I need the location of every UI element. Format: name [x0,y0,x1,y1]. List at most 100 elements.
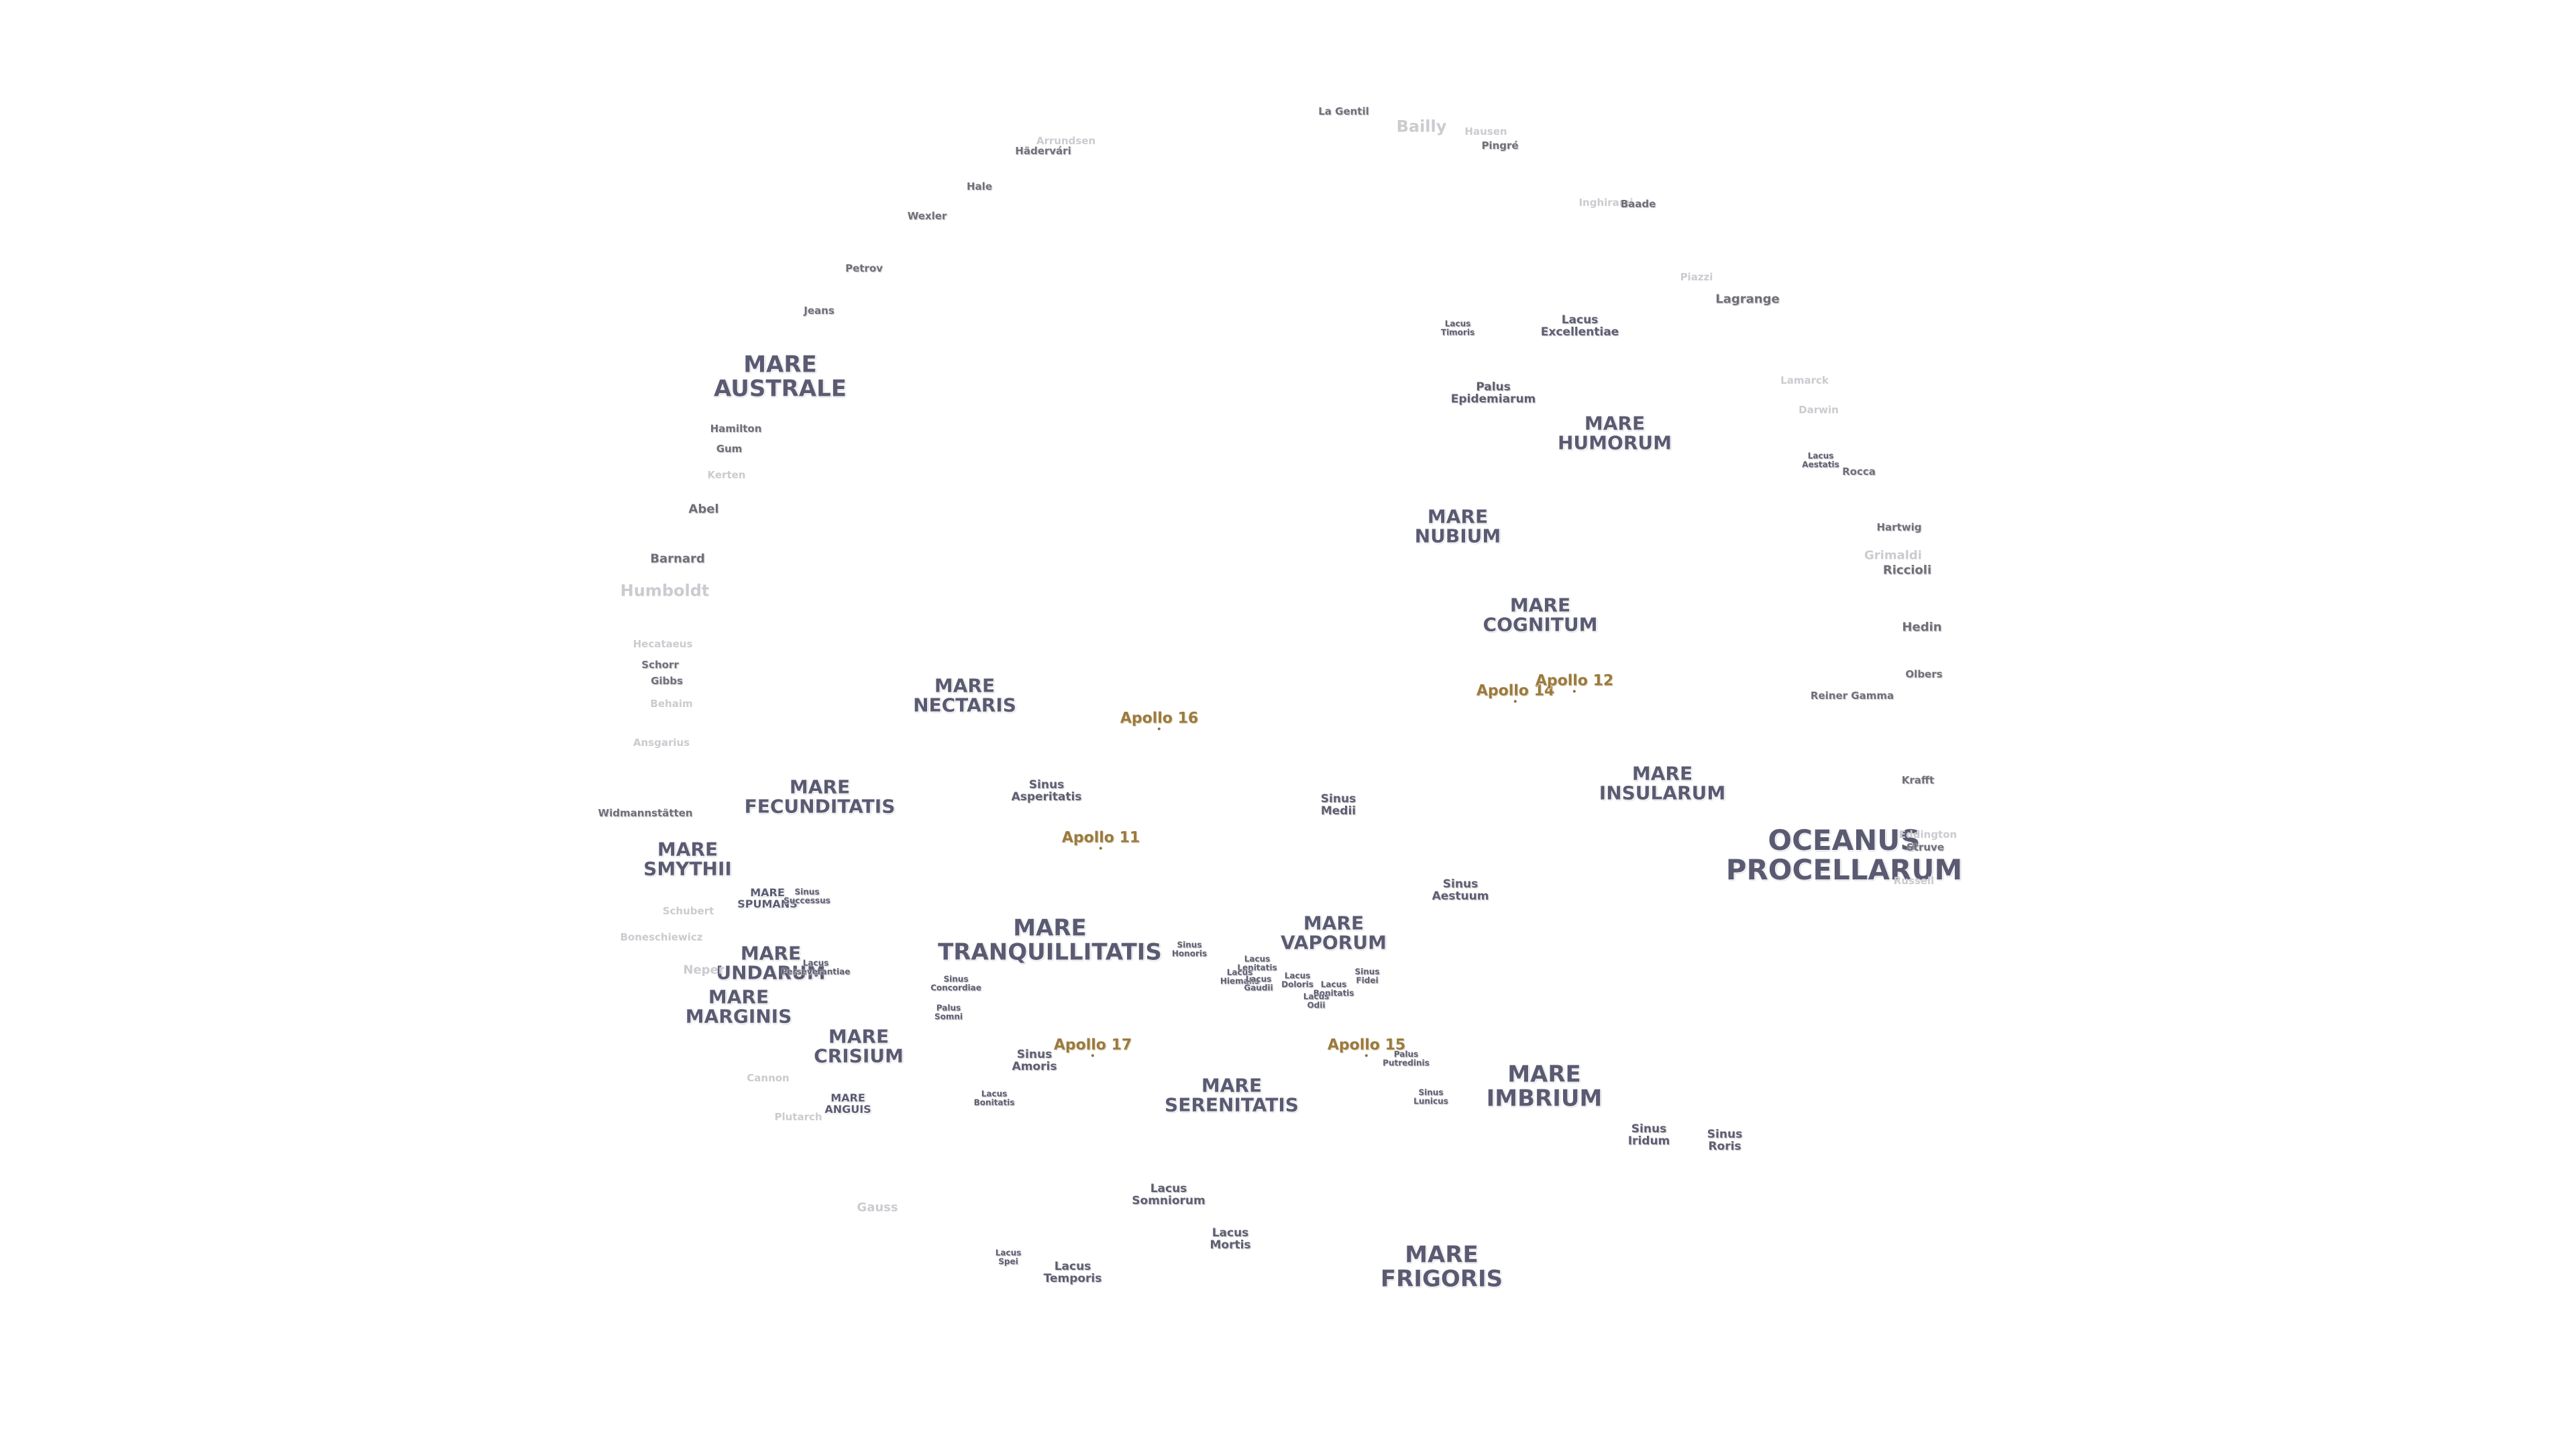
mare-label: MARE UNDARUM [716,942,826,984]
apollo-landing-site: Apollo 14 [1476,682,1555,703]
mare-label: MARE SPUMANS [737,886,798,910]
crater-label: Bailly [1396,117,1447,136]
feature-label: Lacus Temporis [1043,1260,1102,1285]
mare-label: MARE IMBRIUM [1486,1061,1603,1112]
crater-label: Hale [967,180,992,193]
crater-label: Hamilton [710,423,762,435]
feature-label: Sinus Aestuum [1432,877,1489,903]
mare-label: MARE HUMORUM [1558,412,1672,454]
crater-label: Inghirami [1578,197,1633,209]
crater-label: Neper [683,963,724,977]
mare-label: MARE COGNITUM [1483,594,1598,636]
mare-label: MARE FRIGORIS [1380,1241,1503,1292]
crater-label: Hecataeus [633,638,693,651]
feature-label: Lacus Bonitatis [973,1089,1015,1107]
crater-label: Lagrange [1715,292,1780,307]
mare-label: MARE NECTARIS [913,674,1016,716]
crater-label: Hartwig [1876,521,1922,534]
crater-label: La Gentil [1318,105,1369,118]
feature-label: Lacus Timoris [1440,319,1475,337]
crater-label: Gibbs [651,675,683,688]
feature-label: Sinus Medii [1320,792,1356,818]
crater-label: Behaim [650,698,693,710]
feature-label: Palus Somni [934,1003,963,1021]
feature-label: Lacus Lenitatis [1237,954,1277,972]
feature-label: Sinus Fidei [1354,967,1380,985]
feature-label: Sinus Roris [1707,1128,1743,1153]
mare-label: MARE TRANQUILLITATIS [938,914,1162,965]
crater-label: Riccioli [1882,563,1932,578]
feature-label: Sinus Asperitatis [1011,778,1082,804]
mare-label: OCEANUS PROCELLARUM [1725,823,1963,886]
crater-label: Lamarck [1780,374,1829,387]
feature-label: Lacus Spei [995,1248,1022,1266]
feature-label: Sinus Lunicus [1413,1087,1448,1106]
feature-label: Lacus Doloris [1281,971,1313,989]
feature-label: Lacus Perseverantiae [781,958,851,976]
mare-label: MARE NUBIUM [1414,505,1501,547]
feature-label: Lacus Excellentiae [1540,313,1619,339]
crater-label: Reiner Gamma [1810,690,1894,702]
mare-label: MARE SERENITATIS [1165,1074,1299,1116]
crater-label: Hausen [1464,125,1507,138]
feature-label: Sinus Successus [784,887,830,905]
crater-label: Eddington [1898,828,1957,841]
crater-label: Struve [1906,841,1945,854]
feature-label: Sinus Iridum [1627,1122,1670,1148]
crater-label: Gauss [857,1200,898,1215]
mare-label: MARE FECUNDITATIS [744,775,896,818]
apollo-landing-site: Apollo 15 [1327,1036,1406,1057]
crater-label: Petrov [845,262,883,275]
mare-label: MARE CRISIUM [814,1025,904,1067]
feature-label: Lacus Odii [1303,991,1330,1010]
crater-label: Humboldt [620,581,710,600]
mare-label: MARE VAPORUM [1281,912,1387,954]
crater-label: Plutarch [774,1111,822,1124]
crater-label: Pingré [1481,140,1519,152]
mare-label: MARE AUSTRALE [714,351,847,402]
crater-label: Hädervári [1015,145,1071,158]
crater-label: Baade [1620,198,1656,211]
mare-label: MARE MARGINIS [685,985,792,1028]
apollo-landing-site: Apollo 11 [1061,829,1140,850]
feature-label: Sinus Amoris [1012,1048,1057,1073]
crater-label: Schubert [662,905,714,918]
feature-label: Lacus Aestatis [1802,451,1839,469]
crater-label: Abel [688,502,719,517]
feature-label: Lacus Somniorum [1132,1182,1205,1208]
feature-label: Palus Epidemiarum [1450,380,1536,406]
feature-label: Palus Putredinis [1383,1049,1430,1067]
crater-label: Kerten [707,469,746,482]
crater-label: Wexler [907,210,947,223]
crater-label: Gum [716,443,743,455]
crater-label: Schorr [641,659,679,672]
crater-label: Cannon [747,1072,790,1085]
crater-label: Hedin [1902,620,1942,635]
crater-label: Russell [1893,875,1935,888]
crater-label: Grimaldi [1864,548,1922,563]
feature-label: Lacus Gaudii [1244,974,1273,992]
crater-label: Boneschiewicz [620,931,703,944]
apollo-landing-site: Apollo 12 [1535,672,1614,693]
mare-label: MARE SMYTHII [643,838,732,880]
feature-label: Sinus Honoris [1171,940,1208,958]
crater-label: Rocca [1842,466,1876,478]
crater-label: Krafft [1901,774,1935,787]
crater-label: Barnard [650,551,705,566]
feature-label: Lacus Bonitatis [1313,979,1354,998]
crater-label: Widmannstätten [598,807,693,820]
crater-label: Jeans [804,305,835,317]
feature-label: Lacus Mortis [1210,1226,1251,1252]
crater-label: Arrundsen [1036,135,1096,148]
crater-label: Ansgarius [633,737,690,749]
apollo-landing-site: Apollo 16 [1120,710,1199,731]
mare-label: MARE ANGUIS [824,1091,871,1116]
apollo-landing-site: Apollo 17 [1053,1036,1132,1057]
feature-label: Lacus Hiemalis [1220,967,1260,985]
crater-label: Olbers [1905,668,1943,681]
feature-label: Sinus Concordiae [930,974,981,992]
crater-label: Darwin [1799,404,1839,417]
crater-label: Piazzi [1680,271,1713,284]
mare-label: MARE INSULARUM [1599,762,1726,804]
